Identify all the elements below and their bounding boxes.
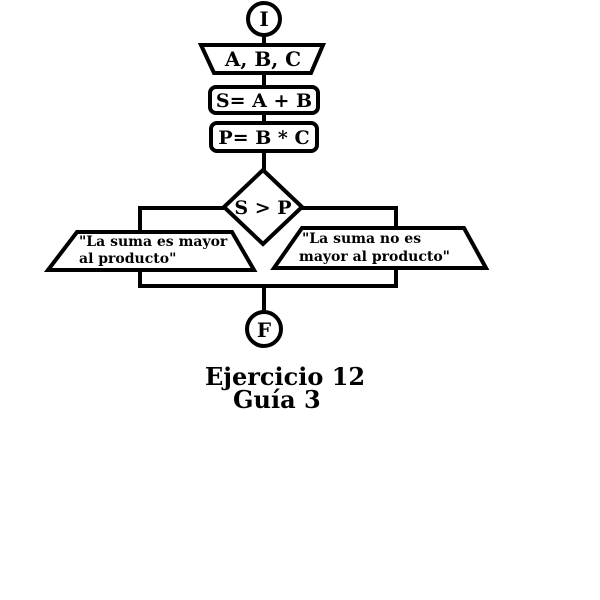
process-product-box [209, 121, 319, 153]
decision-node: S > P [221, 167, 305, 247]
end-terminal: F [245, 310, 283, 348]
caption-line2: Guía 3 [233, 385, 321, 414]
process-product-node: P= B * C [209, 121, 319, 153]
connector-merge-loop [138, 270, 398, 288]
output-true-line2: al producto" [79, 251, 176, 267]
output-true-line1: "La suma es mayor [79, 234, 228, 250]
connector-decision-true-branch [138, 206, 224, 232]
input-shape [197, 43, 327, 75]
start-circle [246, 1, 282, 37]
input-label: A, B, C [224, 47, 301, 71]
start-terminal: I [246, 1, 282, 37]
end-label: F [257, 318, 271, 342]
output-false-line1: "La suma no es [302, 231, 421, 247]
process-sum-label: S= A + B [216, 90, 312, 112]
caption: Ejercicio 12 Guía 3 [205, 362, 365, 414]
process-sum-node: S= A + B [208, 85, 320, 115]
output-true-node: "La suma es mayor al producto" [43, 230, 258, 272]
end-circle [245, 310, 283, 348]
caption-line1: Ejercicio 12 [205, 362, 365, 391]
input-node: A, B, C [197, 43, 327, 75]
start-label: I [259, 7, 268, 31]
output-false-shape [270, 226, 490, 270]
output-true-shape [43, 230, 258, 272]
decision-diamond [221, 167, 305, 247]
process-product-label: P= B * C [218, 127, 309, 149]
output-false-node: "La suma no es mayor al producto" [270, 226, 490, 270]
output-false-line2: mayor al producto" [299, 249, 450, 265]
connector-decision-false-branch [302, 206, 398, 228]
process-sum-box [208, 85, 320, 115]
decision-label: S > P [234, 197, 291, 219]
connector-lines [138, 35, 398, 313]
